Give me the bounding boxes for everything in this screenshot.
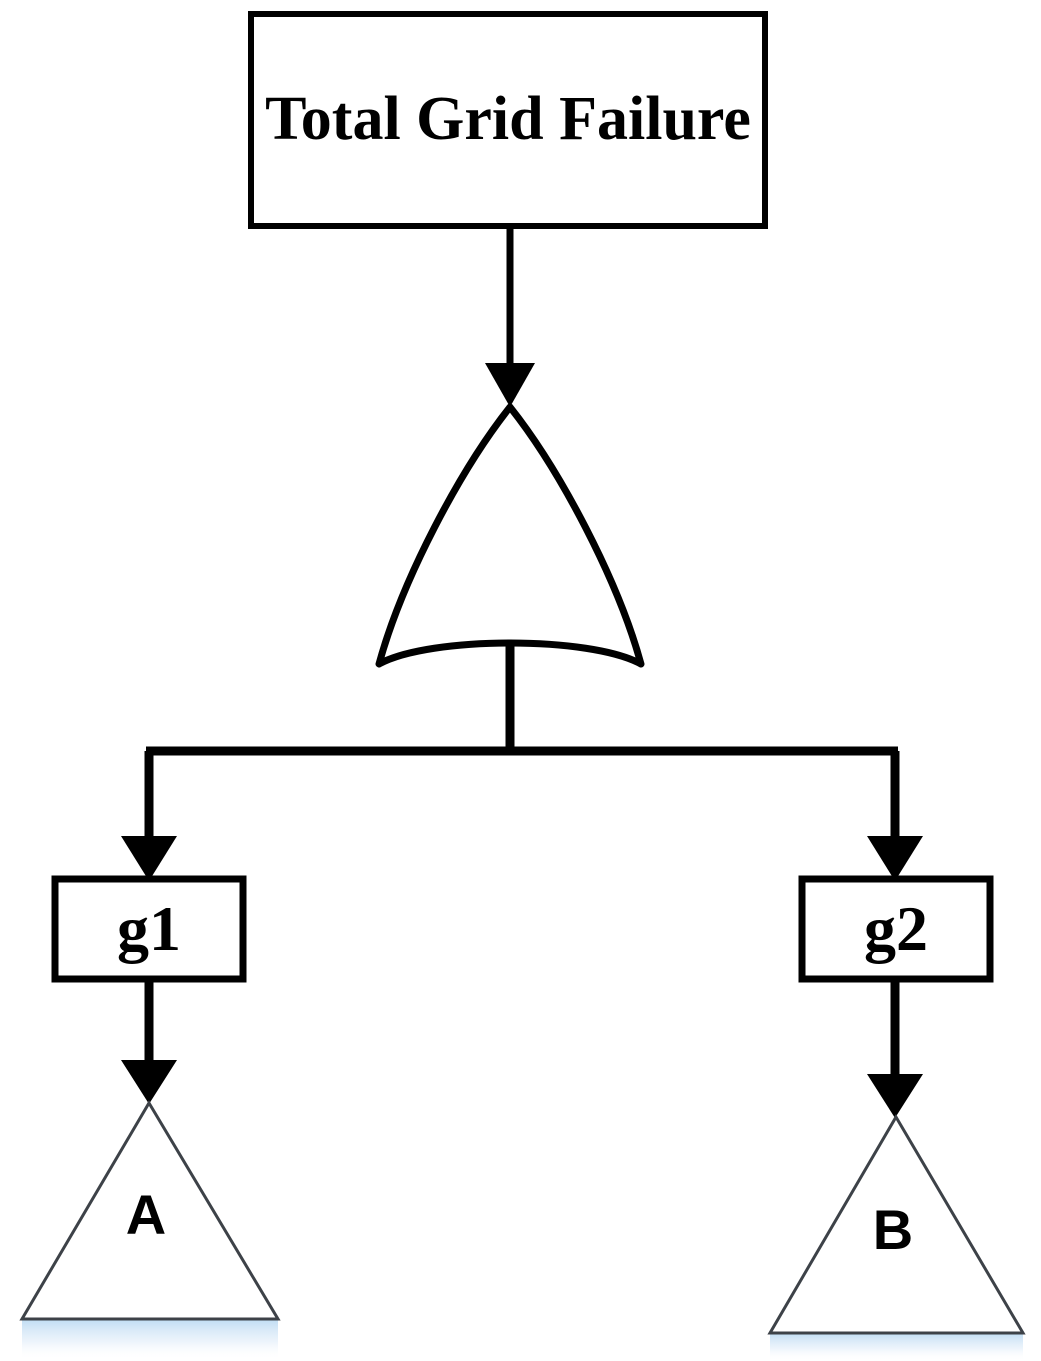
arrowhead-g2-to-transfer-b xyxy=(867,1074,923,1118)
top-event-box[interactable] xyxy=(248,11,768,229)
gate-g1-box[interactable] xyxy=(51,875,247,983)
arrowhead-topevent-to-orgate xyxy=(485,363,535,407)
arrowhead-bus-to-g1 xyxy=(121,836,177,881)
transfer-b-glow xyxy=(770,1332,1023,1361)
or-gate-shape[interactable] xyxy=(375,403,645,668)
transfer-a-triangle[interactable] xyxy=(19,1100,281,1321)
transfer-b-triangle[interactable] xyxy=(767,1114,1026,1335)
transfer-a-glow xyxy=(22,1318,278,1360)
arrowhead-g1-to-transfer-a xyxy=(121,1060,177,1104)
gate-g2-box[interactable] xyxy=(798,875,994,983)
arrowhead-bus-to-g2 xyxy=(867,836,923,881)
